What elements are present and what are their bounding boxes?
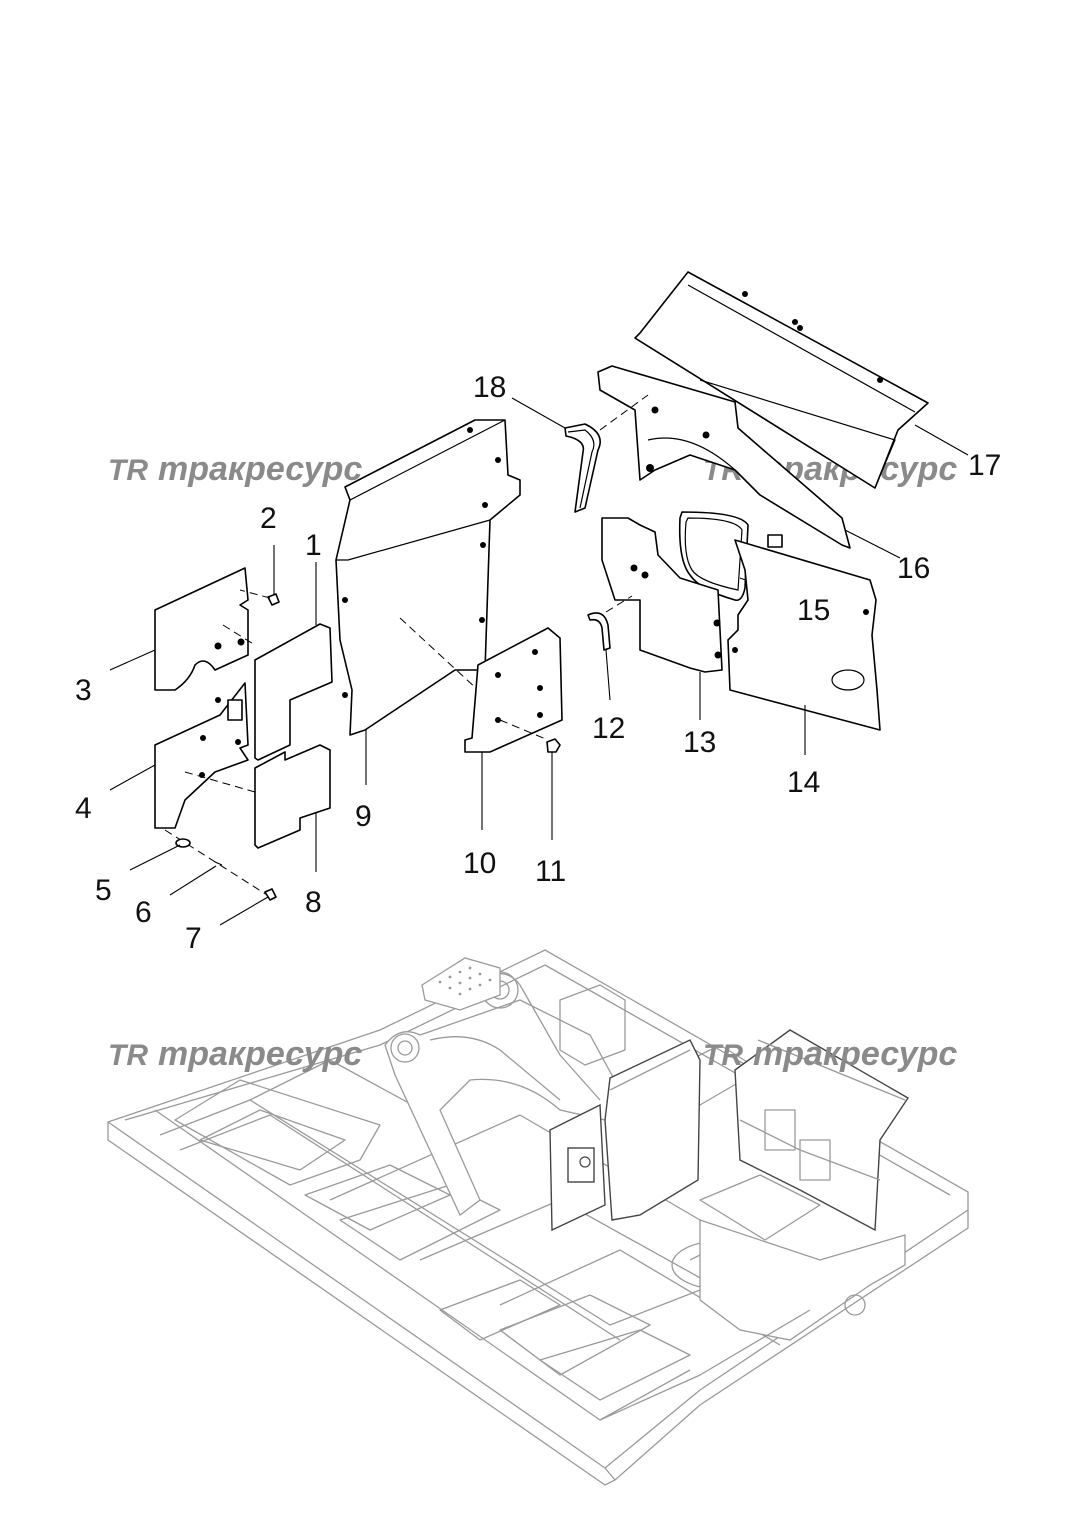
installed-panels <box>549 1029 909 1232</box>
callout-14: 14 <box>787 766 820 799</box>
callout-10: 10 <box>463 847 496 880</box>
parts-5-6-7-fasteners <box>129 829 277 926</box>
callout-13: 13 <box>683 726 716 759</box>
callout-15: 15 <box>797 594 830 627</box>
callout-2: 2 <box>260 502 277 535</box>
callout-17: 17 <box>968 449 1001 482</box>
callout-4: 4 <box>75 792 92 825</box>
part-13-panel <box>601 517 723 720</box>
part-18-hose <box>511 394 649 513</box>
step-plate-dots <box>438 966 492 996</box>
callout-labels: 1 2 3 4 5 6 7 8 9 10 11 12 13 14 15 16 1… <box>75 371 1001 955</box>
callout-12: 12 <box>592 712 625 745</box>
watermark-text: тракресурс <box>158 450 362 488</box>
assembly-frame <box>107 949 969 1486</box>
callout-18: 18 <box>473 371 506 404</box>
callout-16: 16 <box>897 552 930 585</box>
callout-1: 1 <box>305 529 322 562</box>
callout-7: 7 <box>185 922 202 955</box>
watermark-text: тракресурс <box>158 1035 362 1073</box>
watermark-text: тракресурс <box>753 1035 957 1073</box>
watermark-bottom-left: TR тракресурс <box>108 1035 362 1073</box>
callout-6: 6 <box>135 896 152 929</box>
watermark-logo-mark: TR <box>108 454 148 487</box>
part-2-bolt <box>239 545 280 606</box>
callout-5: 5 <box>95 874 112 907</box>
part-14-large-panel <box>727 539 881 755</box>
watermark-logo-mark: TR <box>703 1039 743 1072</box>
watermark-bottom-right: TR тракресурс <box>703 1035 957 1073</box>
part-15-gasket <box>678 511 796 602</box>
part-3-cover-plate <box>109 567 249 691</box>
part-11-nut <box>546 738 561 840</box>
part-17-top-cover <box>634 271 969 489</box>
part-16-bracket-plate <box>597 365 901 559</box>
callout-8: 8 <box>305 886 322 919</box>
watermark-logo-mark: TR <box>108 1039 148 1072</box>
part-8-lower-pad <box>254 744 331 872</box>
callout-11: 11 <box>535 855 566 888</box>
callout-3: 3 <box>75 674 92 707</box>
part-12-small-hose <box>587 595 633 701</box>
callout-9: 9 <box>355 800 372 833</box>
part-4-lower-plate <box>109 682 256 829</box>
part-1-insulation-pad <box>222 562 333 761</box>
watermark-top-left: TR тракресурс <box>108 450 362 488</box>
part-10-mounting-plate <box>464 627 563 830</box>
